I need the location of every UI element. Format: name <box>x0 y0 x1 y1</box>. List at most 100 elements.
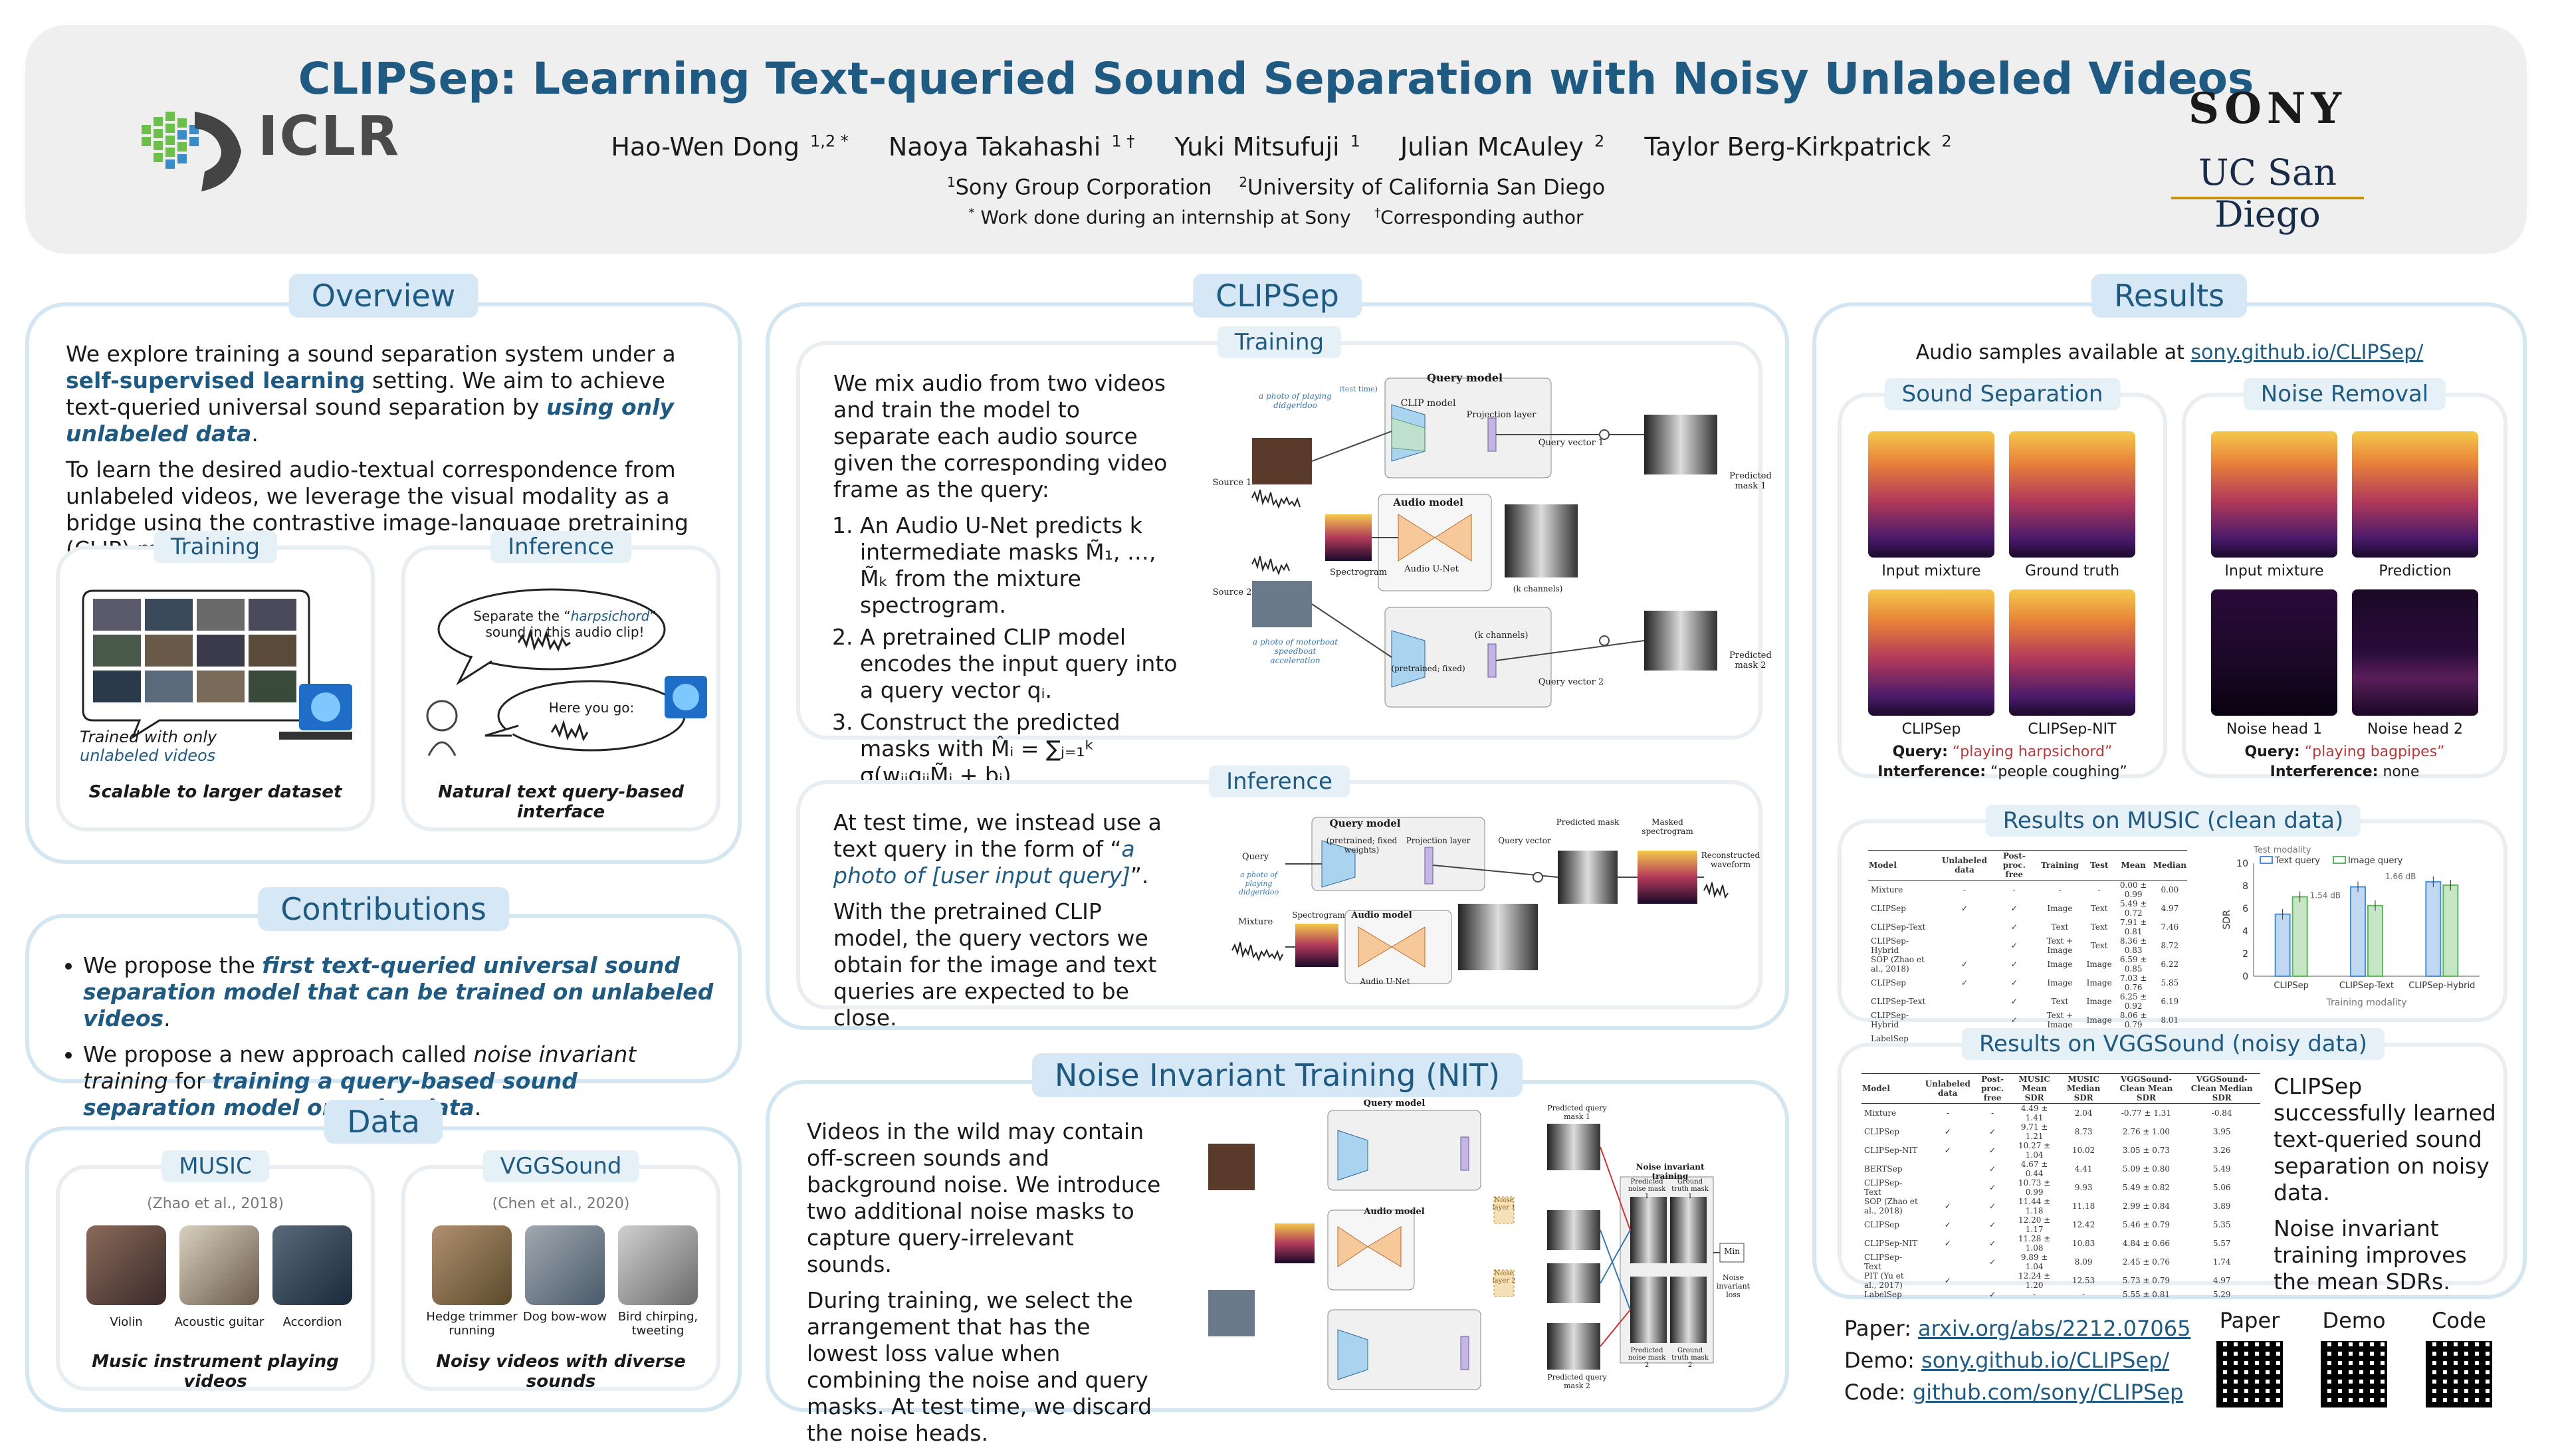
table-cell: 7.03 ± 0.76 <box>2119 974 2147 992</box>
spectrogram-input-mixture <box>1868 431 1994 558</box>
diagram-label: Spectrogram <box>1329 568 1388 577</box>
spectrogram-noise-prediction <box>2352 431 2478 558</box>
table-cell: 9.71 ± 1.21 <box>2020 1122 2048 1141</box>
y-tick-label: 2 <box>2242 949 2248 960</box>
nit-panel: Videos in the wild may contain off-scree… <box>766 1080 1789 1446</box>
spectrogram-noise-head-1 <box>2211 589 2337 716</box>
diagram-label: (k channels) <box>1513 584 1563 593</box>
links-block: Paper: arxiv.org/abs/2212.07065 Demo: so… <box>1844 1316 2191 1405</box>
table-cell: CLIPSep <box>1864 1220 1899 1229</box>
overview-training-subpanel: Trained with only unlabeled videos Scala… <box>56 546 375 831</box>
table-cell: - <box>1963 885 1966 894</box>
table-cell: ✓ <box>1989 1220 1996 1229</box>
table-cell: Image <box>2086 1015 2112 1025</box>
clipsep-inference-subpanel: At test time, we instead use a text quer… <box>796 780 1762 1031</box>
demo-link[interactable]: sony.github.io/CLIPSep/ <box>1921 1348 2170 1373</box>
table-cell: ✓ <box>1989 1146 1996 1155</box>
violin-thumbnail <box>86 1225 166 1305</box>
bar <box>2274 913 2291 977</box>
table-cell: ✓ <box>1944 1201 1951 1211</box>
table-cell: ✓ <box>1989 1290 1996 1299</box>
table-cell: 6.22 <box>2161 960 2179 969</box>
table-cell: - <box>2082 1290 2085 1299</box>
table-cell: 5.49 ± 0.82 <box>2122 1183 2171 1192</box>
table-cell: Image <box>2086 960 2112 969</box>
table-cell: CLIPSep-NIT <box>1864 1239 1918 1248</box>
table-cell: CLIPSep-Text <box>1871 997 1926 1006</box>
paper-link[interactable]: arxiv.org/abs/2212.07065 <box>1918 1316 2191 1341</box>
affiliations: 1Sony Group Corporation 2University of C… <box>946 174 1606 200</box>
spectrogram-label: Noise head 1 <box>2226 721 2322 738</box>
code-qr-icon[interactable] <box>2426 1341 2492 1407</box>
table-cell: Text <box>2090 941 2108 950</box>
diagram-label: (pretrained; fixed) <box>1391 664 1465 673</box>
paper-qr-icon[interactable] <box>2216 1341 2283 1407</box>
table-cell: - <box>2058 885 2062 894</box>
overview-inference-subpanel: Separate the “harpsichord” sound in this… <box>401 546 720 831</box>
table-cell <box>1937 1011 1993 1029</box>
sound-separation-subpanel: Input mixture Ground truth CLIPSep CLIPS… <box>1838 393 2167 780</box>
table-cell: 4.41 <box>2074 1164 2093 1174</box>
table-cell: 3.89 <box>2212 1201 2231 1211</box>
sony-logo: SONY <box>2188 84 2347 134</box>
clipsep-step: An Audio U-Net predicts k intermediate m… <box>860 512 1179 619</box>
table-cell: Text + Image <box>2046 1011 2074 1029</box>
table-cell: ✓ <box>1944 1276 1951 1285</box>
bar <box>2367 904 2383 977</box>
diagram-label: Source 2 <box>1212 587 1252 597</box>
vgg-results-text: CLIPSep successfully learned text-querie… <box>2274 1073 2496 1295</box>
table-cell: SOP (Zhao et al., 2018) <box>1871 955 1925 974</box>
table-cell: 7.46 <box>2161 922 2179 932</box>
table-cell: 2.99 ± 0.84 <box>2122 1201 2171 1211</box>
music-item-label: Acoustic guitar <box>174 1315 265 1329</box>
table-cell: ✓ <box>2010 941 2018 950</box>
diagram-label: Predicted mask 1 <box>1729 471 1772 491</box>
clipsep-step: Construct the predicted masks with M̂ᵢ =… <box>860 709 1179 789</box>
diagram-label: Query <box>1241 852 1269 862</box>
table-cell: CLIPSep-Text <box>1871 922 1926 932</box>
bird-thumbnail <box>618 1225 698 1305</box>
table-cell: CLIPSep-Hybrid <box>1871 1011 1909 1029</box>
table-cell: ✓ <box>1989 1127 1996 1136</box>
table-cell: - <box>1946 1108 1949 1118</box>
data-panel: (Zhao et al., 2018) Violin Acoustic guit… <box>25 1126 742 1412</box>
code-link[interactable]: github.com/sony/CLIPSep <box>1912 1380 2184 1405</box>
contributions-panel: We propose the first text-queried univer… <box>25 914 742 1120</box>
music-citation: (Zhao et al., 2018) <box>147 1196 284 1212</box>
table-cell: ✓ <box>1944 1127 1951 1136</box>
demo-qr-icon[interactable] <box>2321 1341 2387 1407</box>
diagram-label: Query model <box>1363 1098 1426 1108</box>
diagram-label: Source 1 <box>1212 478 1252 488</box>
table-cell: 4.67 ± 0.44 <box>2020 1160 2048 1178</box>
table-cell: 2.04 <box>2074 1108 2093 1118</box>
spectrogram-noise-head-2 <box>2352 589 2478 716</box>
vgg-caption: Noisy videos with diverse sounds <box>436 1352 686 1392</box>
table-cell: CLIPSep-Text <box>1864 1178 1903 1197</box>
table-cell: ✓ <box>2010 904 2018 913</box>
table-cell: ✓ <box>2010 922 2018 932</box>
table-cell: ✓ <box>2010 960 2018 969</box>
poster-title: CLIPSep: Learning Text-queried Sound Sep… <box>298 53 2254 104</box>
spectrogram-label: Input mixture <box>2224 563 2324 579</box>
music-caption: Music instrument playing videos <box>92 1352 339 1392</box>
diagram-label: Noise layer 1 <box>1492 1197 1516 1211</box>
diagram-label: Predicted query mask 1 <box>1547 1104 1607 1121</box>
diagram-label: Mixture <box>1237 917 1273 927</box>
diagram-label: Audio model <box>1393 496 1463 508</box>
clipsep-panel: We mix audio from two videos and train t… <box>766 302 1789 1031</box>
diagram-label: Predicted noise mask 1 <box>1628 1178 1666 1200</box>
audio-samples-link[interactable]: sony.github.io/CLIPSep/ <box>2190 341 2424 364</box>
diagram-label: Min <box>1724 1247 1740 1256</box>
table-cell: 6.25 ± 0.92 <box>2119 992 2147 1011</box>
music-item-label: Violin <box>110 1315 143 1329</box>
table-cell: 2.76 ± 1.00 <box>2122 1127 2171 1136</box>
bar <box>2442 884 2459 978</box>
clipsep-title: CLIPSep <box>1193 274 1362 318</box>
